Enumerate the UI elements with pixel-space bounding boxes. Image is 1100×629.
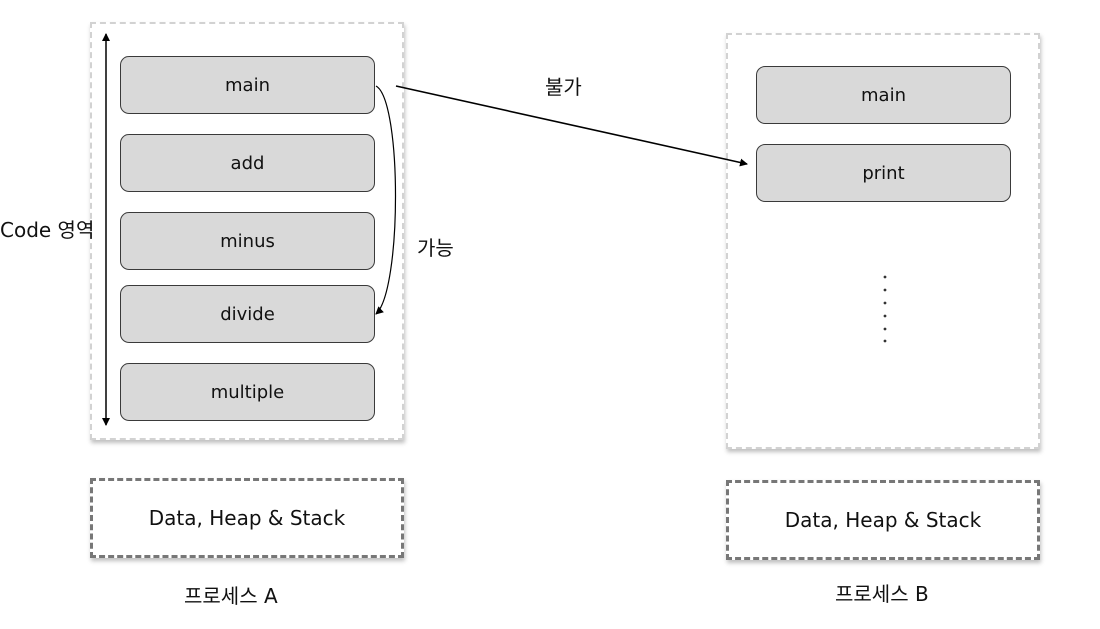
function-label: main xyxy=(225,74,270,96)
code-region-label: Code 영역 xyxy=(0,218,95,242)
function-label: multiple xyxy=(210,381,285,403)
function-box-main-b: main xyxy=(756,66,1011,124)
function-label: main xyxy=(861,84,906,106)
function-label: divide xyxy=(220,303,275,325)
function-box-main-a: main xyxy=(120,56,375,114)
process-a-label: 프로세스 A xyxy=(184,584,278,608)
process-b-label: 프로세스 B xyxy=(835,582,929,606)
function-box-print: print xyxy=(756,144,1011,202)
function-box-add: add xyxy=(120,134,375,192)
function-box-minus: minus xyxy=(120,212,375,270)
function-label: minus xyxy=(220,230,275,252)
possible-label: 가능 xyxy=(417,236,454,260)
function-box-multiple: multiple xyxy=(120,363,375,421)
impossible-label: 불가 xyxy=(545,75,582,99)
process-a-data-heap-stack: Data, Heap & Stack xyxy=(90,478,404,558)
data-heap-stack-label: Data, Heap & Stack xyxy=(784,508,982,532)
function-label: add xyxy=(230,152,265,174)
function-box-divide: divide xyxy=(120,285,375,343)
function-label: print xyxy=(862,162,905,184)
process-b-data-heap-stack: Data, Heap & Stack xyxy=(726,480,1040,560)
data-heap-stack-label: Data, Heap & Stack xyxy=(148,506,346,530)
